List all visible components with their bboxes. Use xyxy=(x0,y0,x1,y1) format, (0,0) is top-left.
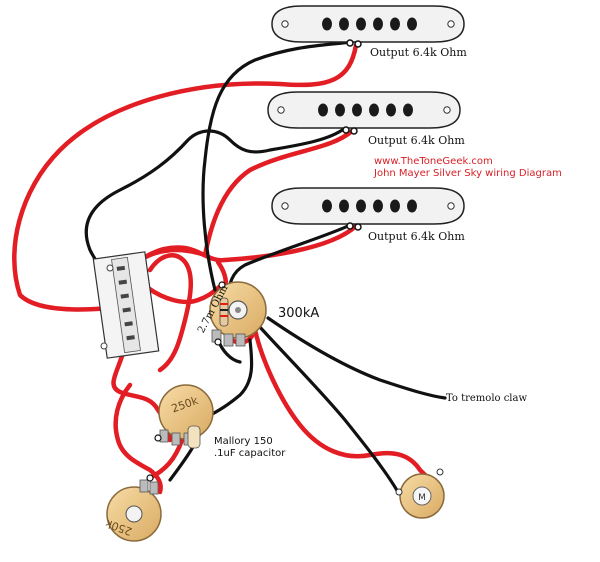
capacitor-label-line1: Mallory 150 xyxy=(214,436,273,447)
wire-switch-loop xyxy=(147,253,193,373)
capacitor xyxy=(187,425,201,449)
solder-points xyxy=(146,281,226,482)
volume-pot-label: 300kA xyxy=(278,306,320,321)
wire-middle-ground xyxy=(84,126,347,292)
capacitor-label-line2: .1uF capacitor xyxy=(214,448,286,459)
bridge-output-label: Output 6.4k Ohm xyxy=(368,230,465,243)
diagram-title: John Mayer Silver Sky wiring Diagram xyxy=(374,168,562,179)
wire-volume-jack xyxy=(252,327,441,493)
jack-glyph: M xyxy=(418,493,426,503)
neck-output-label: Output 6.4k Ohm xyxy=(370,46,467,59)
wire-neck-hot xyxy=(12,42,359,312)
pickup-bridge xyxy=(271,187,465,225)
wire-switch-tone2 xyxy=(113,382,163,495)
middle-output-label: Output 6.4k Ohm xyxy=(368,134,465,147)
five-way-switch xyxy=(92,251,160,359)
wire-neck-ground xyxy=(201,40,352,292)
wire-resistor-red xyxy=(215,259,229,288)
wire-switch-tone1 xyxy=(111,342,173,443)
wire-tremolo-ground xyxy=(266,316,447,400)
pickup-middle xyxy=(267,91,461,129)
tone-pot-1: 250k xyxy=(158,384,214,446)
website-text: www.TheToneGeek.com xyxy=(374,156,493,167)
resistor xyxy=(219,297,229,327)
pickup-lead-eyelets xyxy=(342,39,362,231)
output-jack: M xyxy=(395,468,445,519)
tone-pot-2: 250k xyxy=(103,479,162,542)
tremolo-label: To tremolo claw xyxy=(446,393,528,404)
wire-jack-ground xyxy=(256,323,400,494)
pickup-neck xyxy=(271,5,465,43)
